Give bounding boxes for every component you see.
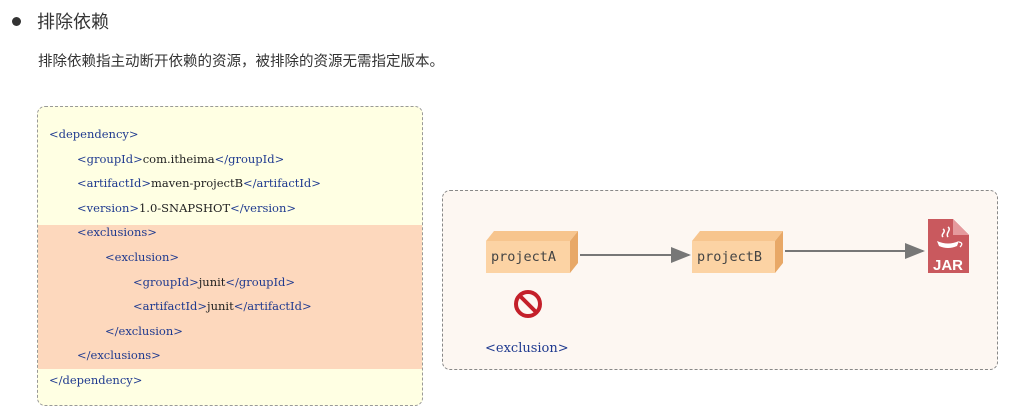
code-line: <dependency> [49, 123, 139, 145]
code-line: <version>1.0-SNAPSHOT</version> [77, 197, 296, 219]
code-line: </dependency> [49, 369, 142, 391]
code-tag: </version> [230, 200, 297, 215]
project-b-label: projectB [697, 249, 763, 265]
code-tag: <version> [77, 200, 139, 215]
code-tag: </dependency> [49, 373, 143, 387]
code-line: </exclusion> [105, 320, 183, 342]
exclusions-highlight [38, 225, 422, 369]
code-tag: <artifactId> [77, 176, 152, 191]
code-value: 1.0-SNAPSHOT [138, 200, 231, 215]
jar-label: JAR [933, 257, 963, 274]
diagram-graphics: JAR [486, 219, 969, 318]
code-tag: <artifactId> [133, 299, 208, 314]
code-value: maven-projectB [151, 176, 244, 191]
project-b-cube [692, 231, 783, 273]
code-tag: </artifactId> [243, 176, 321, 191]
no-entry-icon [514, 290, 542, 318]
code-line: </exclusions> [77, 344, 161, 366]
code-tag: </groupId> [225, 274, 296, 289]
code-line: <artifactId>maven-projectB</artifactId> [77, 172, 321, 194]
code-line: <groupId>com.itheima</groupId> [77, 148, 284, 170]
code-tag: </artifactId> [233, 299, 312, 314]
code-value: junit [198, 274, 226, 289]
code-tag: <dependency> [49, 127, 139, 141]
section-heading: 排除依赖 [12, 8, 109, 34]
code-tag: <exclusion> [105, 250, 179, 264]
code-block: <dependency><groupId>com.itheima</groupI… [37, 106, 423, 406]
code-tag: <exclusions> [77, 225, 157, 240]
dependency-diagram: JAR projectA projectB <exclusion> [442, 190, 998, 370]
project-a-cube [486, 231, 578, 273]
project-a-label: projectA [491, 249, 557, 265]
exclusion-label: <exclusion> [485, 341, 569, 356]
code-line: <exclusions> [77, 221, 157, 243]
code-tag: </exclusions> [77, 348, 161, 363]
section-title: 排除依赖 [37, 12, 109, 33]
code-tag: <groupId> [77, 151, 143, 166]
code-value: com.itheima [142, 151, 215, 166]
code-tag: </groupId> [214, 151, 285, 166]
bullet-icon [12, 16, 21, 26]
code-line: <artifactId>junit</artifactId> [133, 295, 312, 317]
code-tag: </exclusion> [105, 323, 183, 338]
code-value: junit [207, 299, 234, 314]
code-line: <exclusion> [105, 246, 179, 268]
code-tag: <groupId> [133, 274, 199, 289]
code-line: <groupId>junit</groupId> [133, 271, 295, 293]
jar-icon: JAR [928, 219, 969, 274]
section-description: 排除依赖指主动断开依赖的资源，被排除的资源无需指定版本。 [38, 54, 444, 70]
